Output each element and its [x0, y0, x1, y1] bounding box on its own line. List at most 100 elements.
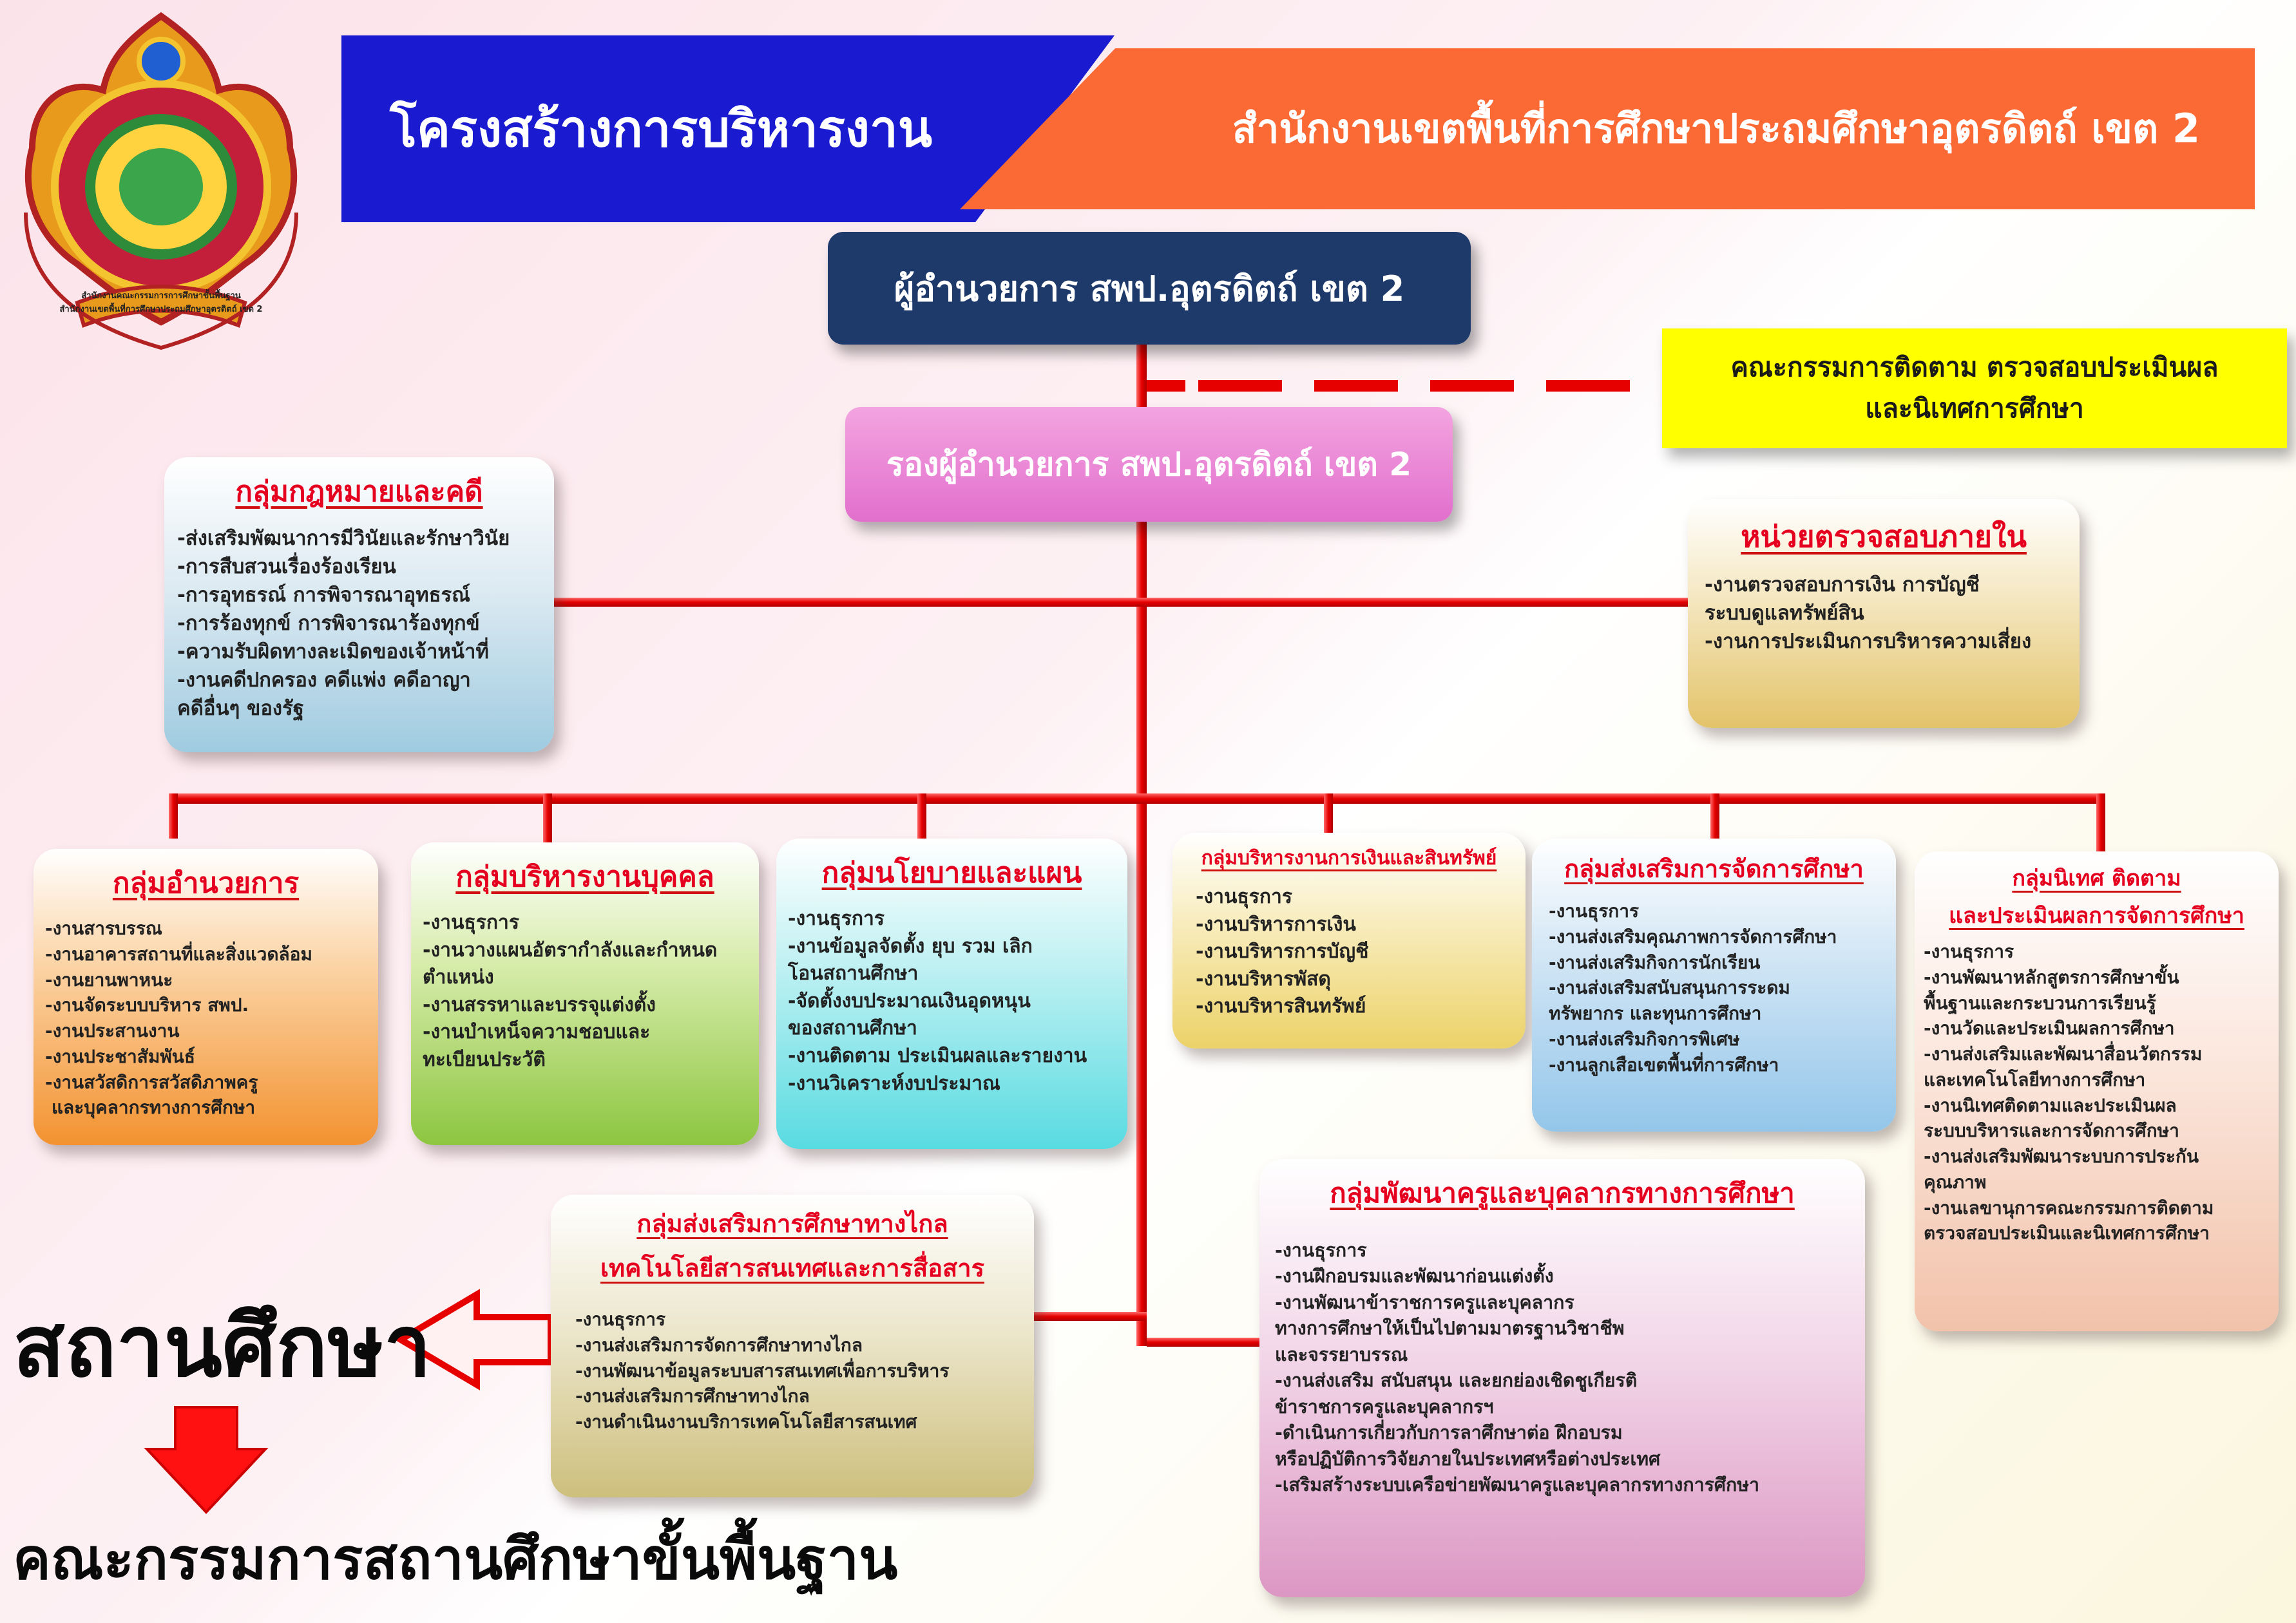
- list-item: ข้าราชการครูและบุคลากรฯ: [1275, 1396, 1494, 1418]
- header-left-title: โครงสร้างการบริหารงาน: [390, 100, 933, 158]
- legal-group-list: -ส่งเสริมพัฒนาการมีวินัยและรักษาวินัย -ก…: [177, 524, 541, 723]
- list-item: -งานธุรการ: [1196, 886, 1292, 908]
- list-item: -งานยานพาหนะ: [45, 969, 173, 991]
- promotion-group-box: กลุ่มส่งเสริมการจัดการศึกษา -งานธุรการ -…: [1532, 839, 1896, 1132]
- school-label: สถานศึกษา: [13, 1297, 432, 1396]
- policy-group-list: -งานธุรการ -งานข้อมูลจัดตั้ง ยุบ รวม เลิ…: [788, 906, 1116, 1097]
- admin-group-list: -งานสารบรรณ -งานอาคารสถานที่และสิ่งแวดล้…: [45, 916, 367, 1121]
- legal-group-title: กลุ่มกฎหมายและคดี: [235, 475, 483, 508]
- list-item: -ความรับผิดทางละเมิดของเจ้าหน้าที่: [177, 640, 489, 664]
- list-item: ทะเบียนประวัติ: [423, 1048, 546, 1071]
- list-item: ของสถานศึกษา: [788, 1017, 917, 1040]
- drop-personnel: [543, 793, 552, 845]
- audit-unit-title: หน่วยตรวจสอบภายใน: [1741, 519, 2027, 554]
- header-right-banner: สำนักงานเขตพื้นที่การศึกษาประถมศึกษาอุตร…: [960, 48, 2255, 209]
- ict-group-title-2: เทคโนโลยีสารสนเทศและการสื่อสาร: [600, 1254, 984, 1282]
- list-item: ระบบดูแลทรัพย์สิน: [1705, 602, 1864, 625]
- list-item: -งานคดีปกครอง คดีแพ่ง คดีอาญา: [177, 669, 471, 692]
- ict-group-box: กลุ่มส่งเสริมการศึกษาทางไกล เทคโนโลยีสาร…: [551, 1195, 1034, 1497]
- list-item: -งานส่งเสริมพัฒนาระบบการประกัน: [1924, 1146, 2199, 1167]
- logo-caption-line-2: สำนักงานเขตพื้นที่การศึกษาประถมศึกษาอุตร…: [59, 305, 263, 314]
- list-item: หรือปฏิบัติการวิจัยภายในประเทศหรือต่างปร…: [1275, 1448, 1661, 1470]
- list-item: -งานเลขานุการคณะกรรมการติดตาม: [1924, 1197, 2214, 1219]
- header-right-title: สำนักงานเขตพื้นที่การศึกษาประถมศึกษาอุตร…: [1232, 105, 2200, 152]
- list-item: -งานนิเทศติดตามและประเมินผล: [1924, 1094, 2177, 1116]
- legal-audit-line: [551, 598, 1710, 607]
- list-item: -งานตรวจสอบการเงิน การบัญชี: [1705, 573, 1980, 596]
- list-item: -งานส่งเสริมสนับสนุนการระดม: [1549, 977, 1790, 999]
- ict-group-title-1: กลุ่มส่งเสริมการศึกษาทางไกล: [636, 1210, 948, 1238]
- list-item: -งานพัฒนาข้าราชการครูและบุคลากร: [1275, 1291, 1574, 1313]
- list-item: -งานธุรการ: [575, 1309, 665, 1330]
- list-item: -ดำเนินการเกี่ยวกับการลาศึกษาต่อ ฝึกอบรม: [1275, 1422, 1623, 1444]
- list-item: -งานประชาสัมพันธ์: [45, 1045, 195, 1067]
- list-item: -งานบริหารการบัญชี: [1196, 940, 1369, 963]
- policy-group-box: กลุ่มนโยบายและแผน -งานธุรการ -งานข้อมูลจ…: [776, 839, 1127, 1149]
- list-item: -งานส่งเสริม สนับสนุน และยกย่องเชิดชูเกี…: [1275, 1370, 1638, 1392]
- audit-unit-box: หน่วยตรวจสอบภายใน -งานตรวจสอบการเงิน การ…: [1688, 499, 2080, 728]
- list-item: -จัดตั้งงบประมาณเงินอุดหนุน: [788, 989, 1031, 1012]
- list-item: ทางการศึกษาให้เป็นไปตามมาตรฐานวิชาชีพ: [1275, 1318, 1625, 1340]
- drop-supervision: [2096, 793, 2105, 851]
- promotion-group-title: กลุ่มส่งเสริมการจัดการศึกษา: [1564, 855, 1864, 883]
- legal-group-box: กลุ่มกฎหมายและคดี -ส่งเสริมพัฒนาการมีวิน…: [164, 457, 554, 752]
- list-item: -งานธุรการ: [788, 907, 885, 930]
- list-item: โอนสถานศึกษา: [788, 962, 919, 985]
- deputy-box: รองผู้อำนวยการ สพป.อุตรดิตถ์ เขต 2: [845, 407, 1453, 522]
- logo-caption: สำนักงานคณะกรรมการการศึกษาขั้นพื้นฐาน สำ…: [39, 289, 283, 316]
- teacher-dev-group-list: -งานธุรการ -งานฝึกอบรมและพัฒนาก่อนแต่งตั…: [1275, 1238, 1850, 1499]
- personnel-group-box: กลุ่มบริหารงานบุคคล -งานธุรการ -งานวางแผ…: [411, 842, 759, 1145]
- group-bus-line: [169, 793, 2105, 804]
- list-item: -การอุทธรณ์ การพิจารณาอุทธรณ์: [177, 584, 470, 607]
- obec-emblem-icon: [24, 12, 298, 350]
- drop-finance: [1324, 793, 1333, 833]
- policy-group-title: กลุ่มนโยบายและแผน: [821, 857, 1082, 889]
- supervision-group-box: กลุ่มนิเทศ ติดตาม และประเมินผลการจัดการศ…: [1915, 851, 2279, 1331]
- finance-group-box: กลุ่มบริหารงานการเงินและสินทรัพย์ -งานธุ…: [1172, 833, 1526, 1049]
- list-item: -งานจัดระบบบริหาร สพป.: [45, 994, 249, 1016]
- list-item: -งานส่งเสริมและพัฒนาสื่อนวัตกรรม: [1924, 1043, 2203, 1065]
- list-item: ตรวจสอบประเมินและนิเทศการศึกษา: [1924, 1222, 2210, 1244]
- committee-box: คณะกรรมการติดตาม ตรวจสอบประเมินผล และนิเ…: [1662, 328, 2287, 448]
- list-item: -งานส่งเสริมการศึกษาทางไกล: [575, 1385, 810, 1407]
- finance-group-list: -งานธุรการ -งานบริหารการเงิน -งานบริหารก…: [1183, 884, 1515, 1021]
- supervision-group-title-2: และประเมินผลการจัดการศึกษา: [1949, 903, 2244, 929]
- list-item: ทรัพยากร และทุนการศึกษา: [1549, 1003, 1762, 1024]
- list-item: -การสืบสวนเรื่องร้องเรียน: [177, 555, 396, 579]
- admin-group-title: กลุ่มอำนวยการ: [112, 867, 300, 900]
- list-item: -งานประสานงาน: [45, 1020, 180, 1041]
- list-item: พื้นฐานและกระบวนการเรียนรู้: [1924, 992, 2156, 1014]
- list-item: ระบบบริหารและการจัดการศึกษา: [1924, 1120, 2179, 1142]
- list-item: -งานส่งเสริมการจัดการศึกษาทางไกล: [575, 1334, 863, 1356]
- list-item: -งานดำเนินงานบริการเทคโนโลยีสารสนเทศ: [575, 1411, 917, 1432]
- director-box: ผู้อำนวยการ สพป.อุตรดิตถ์ เขต 2: [828, 232, 1471, 345]
- list-item: -งานพัฒนาหลักสูตรการศึกษาขั้น: [1924, 966, 2179, 988]
- promotion-group-list: -งานธุรการ -งานส่งเสริมคุณภาพการจัดการศึ…: [1542, 898, 1886, 1077]
- list-item: -งานสรรหาและบรรจุแต่งตั้ง: [423, 993, 656, 1016]
- personnel-group-title: กลุ่มบริหารงานบุคคล: [455, 860, 714, 893]
- list-item: -งานฝึกอบรมและพัฒนาก่อนแต่งตั้ง: [1275, 1266, 1554, 1287]
- ict-group-list: -งานธุรการ -งานส่งเสริมการจัดการศึกษาทาง…: [562, 1307, 1022, 1435]
- list-item: ตำแหน่ง: [423, 966, 494, 989]
- list-item: คดีอื่นๆ ของรัฐ: [177, 697, 304, 721]
- list-item: -ส่งเสริมพัฒนาการมีวินัยและรักษาวินัย: [177, 527, 510, 550]
- list-item: -งานบริหารพัสดุ: [1196, 967, 1331, 991]
- drop-admin: [169, 793, 178, 839]
- list-item: -งานธุรการ: [423, 911, 519, 934]
- drop-policy: [917, 793, 926, 839]
- list-item: -งานติดตาม ประเมินผลและรายงาน: [788, 1044, 1087, 1067]
- personnel-group-list: -งานธุรการ -งานวางแผนอัตรากำลังและกำหนด …: [423, 909, 747, 1074]
- list-item: และจรรยาบรรณ: [1275, 1343, 1408, 1365]
- list-item: และเทคโนโลยีทางการศึกษา: [1924, 1068, 2146, 1090]
- list-item: -งานธุรการ: [1275, 1240, 1367, 1261]
- list-item: -งานสวัสดิการสวัสดิภาพครู: [45, 1071, 258, 1093]
- list-item: คุณภาพ: [1924, 1171, 1987, 1193]
- list-item: -งานสารบรรณ: [45, 918, 162, 939]
- list-item: -งานการประเมินการบริหารความเสี่ยง: [1705, 630, 2032, 654]
- list-item: -งานวัดและประเมินผลการศึกษา: [1924, 1018, 2175, 1039]
- down-arrow-icon: [144, 1406, 269, 1514]
- list-item: -การร้องทุกข์ การพิจารณาร้องทุกข์: [177, 612, 480, 636]
- committee-line-1: คณะกรรมการติดตาม ตรวจสอบประเมินผล: [1730, 352, 2219, 383]
- list-item: และบุคลากรทางการศึกษา: [52, 1097, 256, 1119]
